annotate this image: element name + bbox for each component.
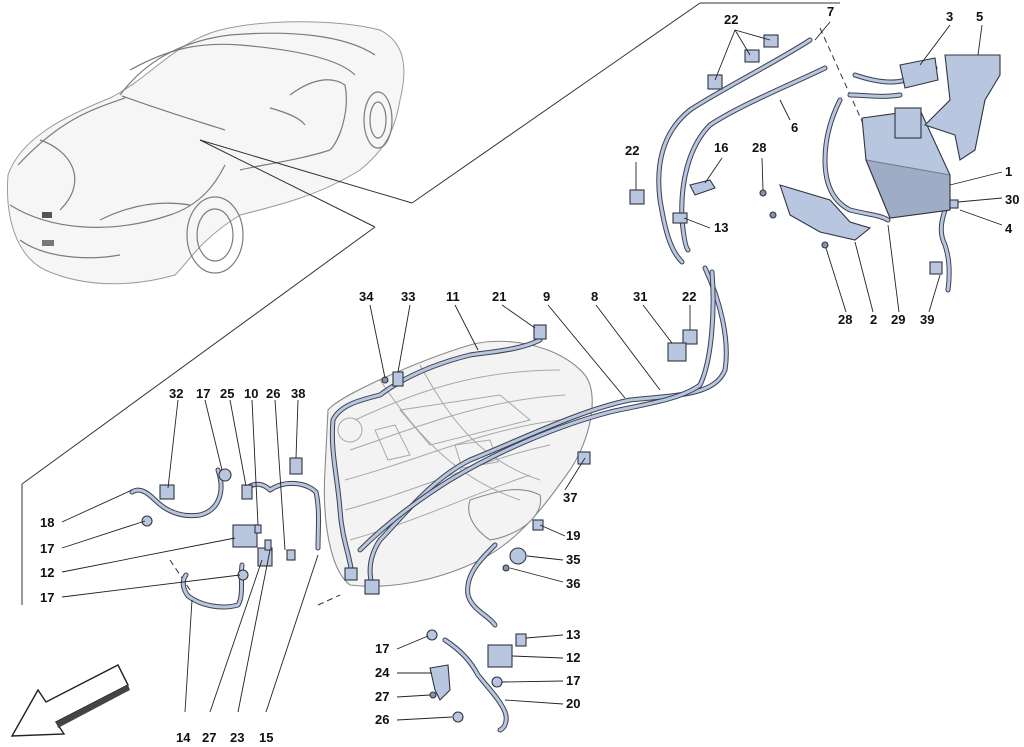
callout-27: 27 <box>375 689 389 704</box>
callout-37: 37 <box>563 490 577 505</box>
callout-28: 28 <box>838 312 852 327</box>
callout-14: 14 <box>176 730 191 745</box>
callout-35: 35 <box>566 552 580 567</box>
callout-2: 2 <box>870 312 877 327</box>
callout-25: 25 <box>220 386 234 401</box>
callout-labels: 22 7 3 5 6 1 30 4 22 16 28 13 28 2 29 39… <box>40 4 1019 745</box>
callout-39: 39 <box>920 312 934 327</box>
callout-22: 22 <box>625 143 639 158</box>
callout-29: 29 <box>891 312 905 327</box>
hoses <box>129 37 952 733</box>
callout-10: 10 <box>244 386 258 401</box>
callout-30: 30 <box>1005 192 1019 207</box>
callout-26: 26 <box>266 386 280 401</box>
callout-26: 26 <box>375 712 389 727</box>
callout-23: 23 <box>230 730 244 745</box>
callout-33: 33 <box>401 289 415 304</box>
leader-lines <box>61 21 1003 721</box>
callout-28: 28 <box>752 140 766 155</box>
callout-22: 22 <box>682 289 696 304</box>
callout-21: 21 <box>492 289 506 304</box>
callout-17: 17 <box>566 673 580 688</box>
callout-16: 16 <box>714 140 728 155</box>
callout-13: 13 <box>714 220 728 235</box>
callout-31: 31 <box>633 289 647 304</box>
callout-36: 36 <box>566 576 580 591</box>
callout-3: 3 <box>946 9 953 24</box>
callout-17: 17 <box>40 590 54 605</box>
callout-18: 18 <box>40 515 54 530</box>
callout-22: 22 <box>724 12 738 27</box>
callout-9: 9 <box>543 289 550 304</box>
callout-19: 19 <box>566 528 580 543</box>
direction-arrow-icon <box>10 664 130 737</box>
callout-11: 11 <box>446 289 460 304</box>
callout-7: 7 <box>827 4 834 19</box>
callout-1: 1 <box>1005 164 1012 179</box>
callout-38: 38 <box>291 386 305 401</box>
callout-24: 24 <box>375 665 390 680</box>
callout-4: 4 <box>1005 221 1013 236</box>
callout-12: 12 <box>566 650 580 665</box>
callout-27: 27 <box>202 730 216 745</box>
callout-17: 17 <box>40 541 54 556</box>
callout-17: 17 <box>196 386 210 401</box>
callout-13: 13 <box>566 627 580 642</box>
callout-6: 6 <box>791 120 798 135</box>
callout-17: 17 <box>375 641 389 656</box>
car-illustration <box>7 21 405 285</box>
callout-34: 34 <box>359 289 374 304</box>
callout-5: 5 <box>976 9 983 24</box>
callout-15: 15 <box>259 730 273 745</box>
callout-32: 32 <box>169 386 183 401</box>
callout-20: 20 <box>566 696 580 711</box>
callout-12: 12 <box>40 565 54 580</box>
callout-8: 8 <box>591 289 598 304</box>
